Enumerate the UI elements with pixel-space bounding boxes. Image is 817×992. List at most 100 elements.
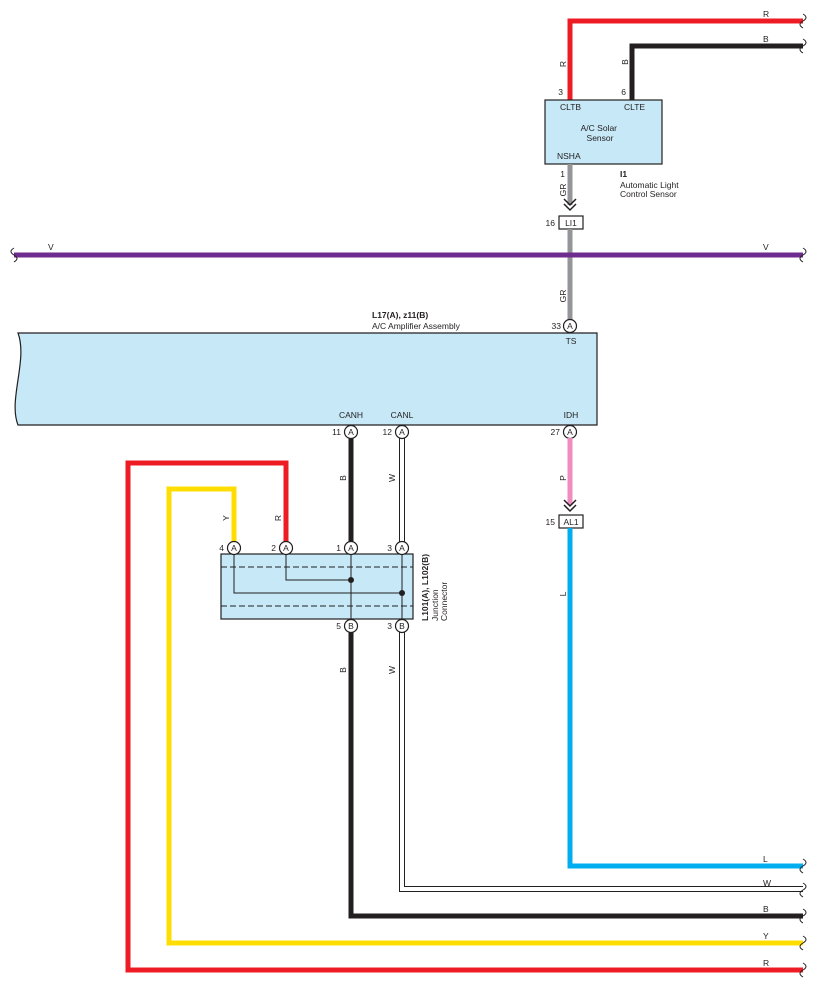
- wire-w-bottom-b: [404, 632, 803, 887]
- wire-break-mark: [799, 38, 807, 54]
- wire-w-bottom-a: [399, 632, 803, 892]
- pin-circle-a: [226, 540, 242, 556]
- pin-num-1: 1: [560, 169, 565, 179]
- wire-label-r-sensor: R: [558, 61, 568, 67]
- pin-num-27: 27: [551, 427, 561, 437]
- pin-conn-a: A: [231, 543, 237, 553]
- junction-name-line: Connector: [439, 582, 449, 621]
- wire-l: [567, 528, 803, 869]
- junction-ref: L101(A), L102(B): [420, 554, 430, 621]
- solar-sensor-name: A/C Solar Sensor: [581, 123, 620, 143]
- connector-arrow: [563, 203, 577, 212]
- junction-internal-line: [285, 554, 351, 581]
- pin-conn-a: A: [399, 543, 405, 553]
- amplifier-box: [14, 332, 598, 426]
- signal-canl: CANL: [391, 410, 414, 420]
- junction-name: Junction Connector: [430, 582, 449, 621]
- pin-circle-a: [343, 424, 359, 440]
- wire-label-r-top: R: [763, 9, 769, 19]
- pin-circle-a: [278, 540, 294, 556]
- solar-sensor-name-line: A/C Solar: [581, 123, 618, 133]
- wire-y-outer: [166, 486, 803, 946]
- wire-break-mark: [799, 882, 807, 898]
- wire-label-v-left: V: [48, 242, 54, 252]
- pin-conn-a: A: [399, 427, 405, 437]
- signal-ts: TS: [566, 336, 577, 346]
- junction-node: [399, 590, 405, 596]
- pin-num-3-bottom: 3: [387, 621, 392, 631]
- signal-cltb: CLTB: [560, 102, 581, 112]
- junction-internal-line: [233, 554, 402, 594]
- wire-break-mark: [799, 247, 807, 263]
- pin-conn-b: B: [348, 621, 354, 631]
- wire-b-top: [629, 43, 803, 100]
- pin-conn-a: A: [348, 427, 354, 437]
- connector-arrow: [563, 504, 577, 513]
- solar-sensor-desc-line: Automatic Light: [620, 180, 679, 190]
- wire-break-mark: [10, 247, 18, 263]
- wire-break-mark: [799, 962, 807, 978]
- wire-label-v-right: V: [763, 242, 769, 252]
- pin-circle-a: [343, 540, 359, 556]
- wire-label-b-sensor: B: [620, 59, 630, 65]
- wire-label-y-junction: Y: [221, 515, 231, 521]
- connector-arrow: [563, 198, 577, 207]
- wire-label-w-bottom: W: [763, 878, 771, 888]
- signal-clte: CLTE: [624, 102, 645, 112]
- pin-num-6: 6: [621, 87, 626, 97]
- wire-label-w-junction-bottom: W: [387, 666, 397, 674]
- wire-break-mark: [799, 935, 807, 951]
- signal-idh: IDH: [564, 410, 579, 420]
- pin-circle-b: [343, 618, 359, 634]
- wire-label-b-junction-bottom: B: [338, 667, 348, 673]
- amplifier-ref: L17(A), z11(B): [372, 310, 428, 320]
- wire-label-l-vertical: L: [558, 591, 568, 596]
- pin-num-12: 12: [383, 427, 393, 437]
- wire-label-b-bottom: B: [763, 904, 769, 914]
- pin-conn-a: A: [567, 321, 573, 331]
- wire-r-outer: [125, 460, 803, 973]
- pin-conn-b: B: [399, 621, 405, 631]
- wire-break-mark: [799, 908, 807, 924]
- amplifier-name: A/C Amplifier Assembly: [372, 321, 461, 331]
- wire-label-r-bottom: R: [763, 958, 769, 968]
- junction-name-line: Junction: [430, 589, 440, 621]
- wire-label-l-bottom: L: [763, 854, 768, 864]
- wire-b-bottom: [348, 632, 803, 919]
- pin-num-3-junction: 3: [387, 543, 392, 553]
- wire-label-w-canl: W: [387, 474, 397, 482]
- wire-label-gr-lower: GR: [558, 290, 568, 303]
- wire-label-p: P: [558, 475, 568, 481]
- pin-circle-b: [394, 618, 410, 634]
- wire-break-mark: [799, 858, 807, 874]
- pin-num-33: 33: [552, 321, 562, 331]
- pin-num-15: 15: [546, 517, 556, 527]
- pin-num-1-junction: 1: [336, 543, 341, 553]
- signal-canh: CANH: [339, 410, 363, 420]
- pin-conn-a: A: [283, 543, 289, 553]
- pin-circle-a: [562, 318, 578, 334]
- pin-num-4: 4: [219, 543, 224, 553]
- pin-conn-a: A: [348, 543, 354, 553]
- pin-num-16: 16: [546, 218, 556, 228]
- pin-num-5: 5: [336, 621, 341, 631]
- solar-sensor-box: [544, 99, 663, 165]
- wire-label-b-canh: B: [338, 475, 348, 481]
- junction-box: [220, 553, 414, 620]
- pin-conn-a: A: [567, 427, 573, 437]
- pin-num-2: 2: [271, 543, 276, 553]
- signal-nsha: NSHA: [557, 151, 581, 161]
- connector-arrow: [563, 499, 577, 508]
- wire-label-y-bottom: Y: [763, 931, 769, 941]
- solar-sensor-desc: Automatic Light Control Sensor: [620, 180, 681, 199]
- solar-sensor-desc-line: Control Sensor: [620, 189, 677, 199]
- pin-circle-a: [394, 540, 410, 556]
- solar-sensor-ref: I1: [620, 169, 627, 179]
- pin-circle-a: [394, 424, 410, 440]
- connector-al1-label: AL1: [563, 517, 578, 527]
- connector-li1-label: LI1: [565, 218, 577, 228]
- wire-label-gr-upper: GR: [558, 184, 568, 197]
- wire-label-r-junction: R: [273, 515, 283, 521]
- pin-num-3: 3: [558, 87, 563, 97]
